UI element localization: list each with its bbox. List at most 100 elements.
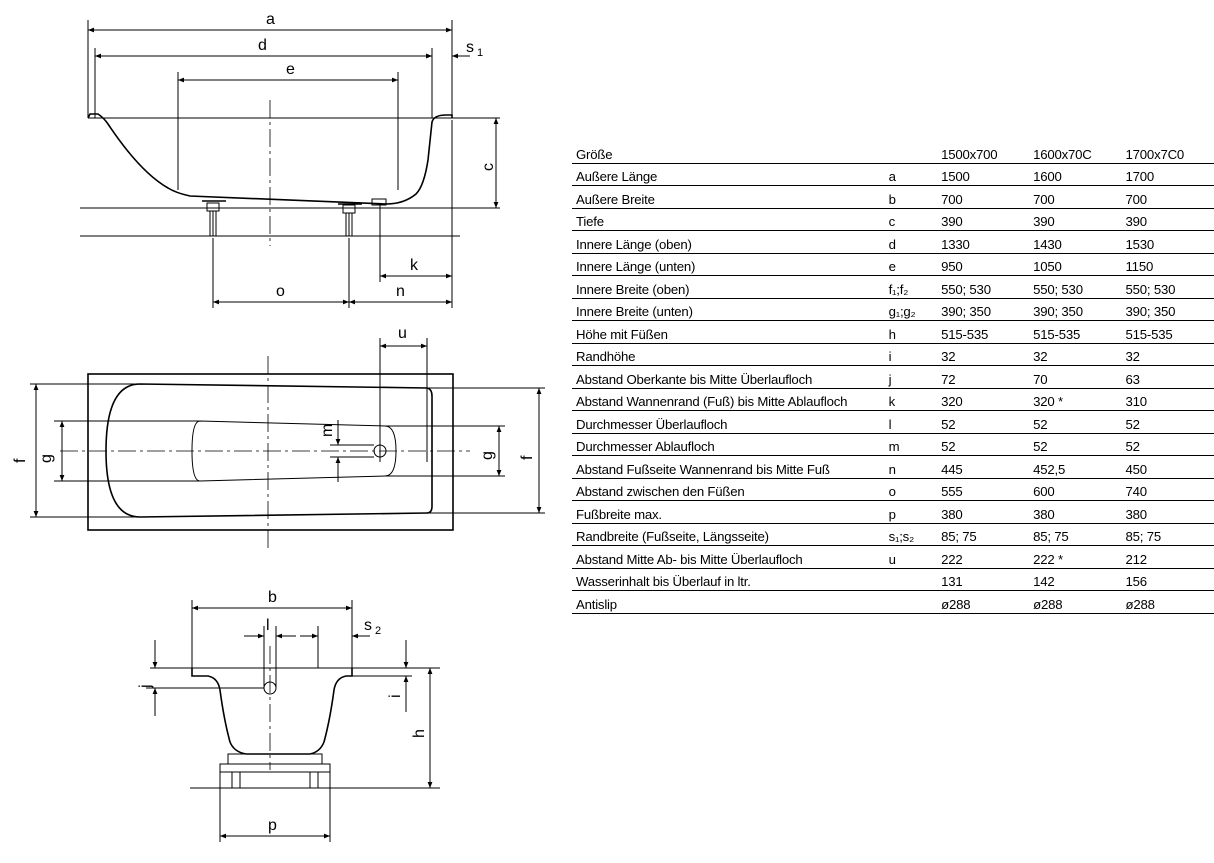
- cell-1500: 700: [937, 185, 1030, 209]
- label-e: e: [286, 61, 295, 78]
- cell-name: Tiefe: [572, 208, 885, 231]
- cell-1700: 550; 530: [1121, 275, 1214, 299]
- cell-1600: 1600: [1029, 163, 1122, 186]
- cell-name: Durchmesser Überlaufloch: [572, 410, 885, 434]
- cell-1600: 52: [1029, 410, 1122, 434]
- cell-1600: 222 *: [1029, 545, 1122, 569]
- cell-symbol: k: [884, 388, 938, 411]
- cell-1600: 1050: [1029, 253, 1122, 276]
- cell-1700: 740: [1121, 478, 1214, 501]
- label-n: n: [396, 283, 405, 300]
- end-view: b s 2 l j i: [137, 589, 440, 842]
- cell-name: Außere Breite: [572, 185, 885, 209]
- cell-1700: 390: [1121, 208, 1214, 231]
- table-row: Abstand Wannenrand (Fuß) bis Mitte Ablau…: [572, 388, 1214, 411]
- dimensions-table: Größe 1500x700 1600x70C 1700x7C0 Außere …: [572, 141, 1214, 614]
- label-s2: s: [364, 617, 372, 634]
- cell-name: Abstand Mitte Ab- bis Mitte Überlaufloch: [572, 545, 885, 569]
- cell-symbol: s₁;s₂: [884, 523, 938, 546]
- cell-1600: 32: [1029, 343, 1122, 366]
- label-p: p: [268, 817, 277, 834]
- cell-symbol: l: [884, 410, 938, 434]
- cell-1500: 52: [937, 433, 1030, 456]
- label-g2: g: [479, 451, 496, 460]
- label-h: h: [411, 729, 428, 738]
- cell-1500: 390: [937, 208, 1030, 231]
- label-g1: g: [38, 454, 55, 463]
- cell-1700: 52: [1121, 410, 1214, 434]
- cell-symbol: u: [884, 545, 938, 569]
- cell-1700: 515-535: [1121, 320, 1214, 344]
- cell-1600: 52: [1029, 433, 1122, 456]
- cell-1700: 1530: [1121, 230, 1214, 254]
- cell-symbol: n: [884, 455, 938, 479]
- cell-name: Abstand zwischen den Füßen: [572, 478, 885, 501]
- label-f2: f: [519, 455, 536, 460]
- label-s2-sub: 2: [375, 625, 381, 637]
- label-c: c: [480, 163, 497, 171]
- foot-right: [338, 203, 362, 237]
- cell-1600: 390; 350: [1029, 298, 1122, 321]
- cell-1500: ø288: [937, 590, 1030, 614]
- cell-1500: 380: [937, 500, 1030, 524]
- cell-1600: 550; 530: [1029, 275, 1122, 299]
- cell-1500: 1330: [937, 230, 1030, 254]
- cell-name: Innere Länge (oben): [572, 230, 885, 254]
- cell-1700: 212: [1121, 545, 1214, 569]
- dimensions-table-body: Größe 1500x700 1600x70C 1700x7C0 Außere …: [572, 141, 1214, 614]
- cell-symbol: g₁;g₂: [884, 298, 938, 321]
- cell-1600: 1430: [1029, 230, 1122, 254]
- cell-name: Wasserinhalt bis Überlauf in ltr.: [572, 568, 885, 591]
- cell-1700: 85; 75: [1121, 523, 1214, 546]
- label-s1-sub: 1: [477, 47, 483, 59]
- foot-left: [202, 200, 226, 237]
- cell-name: Randhöhe: [572, 343, 885, 366]
- cell-1600: 452,5: [1029, 455, 1122, 479]
- cell-1700: 156: [1121, 568, 1214, 591]
- cell-1500: 515-535: [937, 320, 1030, 344]
- cell-symbol: b: [884, 185, 938, 209]
- cell-1700: 310: [1121, 388, 1214, 411]
- cell-1500: 555: [937, 478, 1030, 501]
- cell-1600: 515-535: [1029, 320, 1122, 344]
- cell-name: Innere Breite (unten): [572, 298, 885, 321]
- cell-name: Abstand Fußseite Wannenrand bis Mitte Fu…: [572, 455, 885, 479]
- cell-name: Höhe mit Füßen: [572, 320, 885, 344]
- cell-name: Innere Länge (unten): [572, 253, 885, 276]
- cell-1700: 700: [1121, 185, 1214, 209]
- label-o: o: [276, 283, 285, 300]
- top-view: u m f g g f: [12, 325, 545, 548]
- cell-1700: 63: [1121, 365, 1214, 389]
- cell-symbol: p: [884, 500, 938, 524]
- table-row: Abstand Oberkante bis Mitte Überlaufloch…: [572, 365, 1214, 389]
- cell-1600: 390: [1029, 208, 1122, 231]
- header-cell-symbol: [884, 141, 938, 164]
- header-cell-1700: 1700x7C0: [1121, 141, 1214, 164]
- cell-name: Fußbreite max.: [572, 500, 885, 524]
- cell-name: Abstand Wannenrand (Fuß) bis Mitte Ablau…: [572, 388, 885, 411]
- cell-symbol: d: [884, 230, 938, 254]
- label-i: i: [387, 694, 404, 698]
- header-cell-1600: 1600x70C: [1029, 141, 1122, 164]
- cell-symbol: f₁;f₂: [884, 275, 938, 299]
- header-cell-1500: 1500x700: [937, 141, 1030, 164]
- cell-1600: 142: [1029, 568, 1122, 591]
- cell-1700: 380: [1121, 500, 1214, 524]
- label-a: a: [266, 11, 275, 28]
- label-b: b: [268, 589, 277, 606]
- cell-1500: 1500: [937, 163, 1030, 186]
- cell-symbol: o: [884, 478, 938, 501]
- cell-1700: 390; 350: [1121, 298, 1214, 321]
